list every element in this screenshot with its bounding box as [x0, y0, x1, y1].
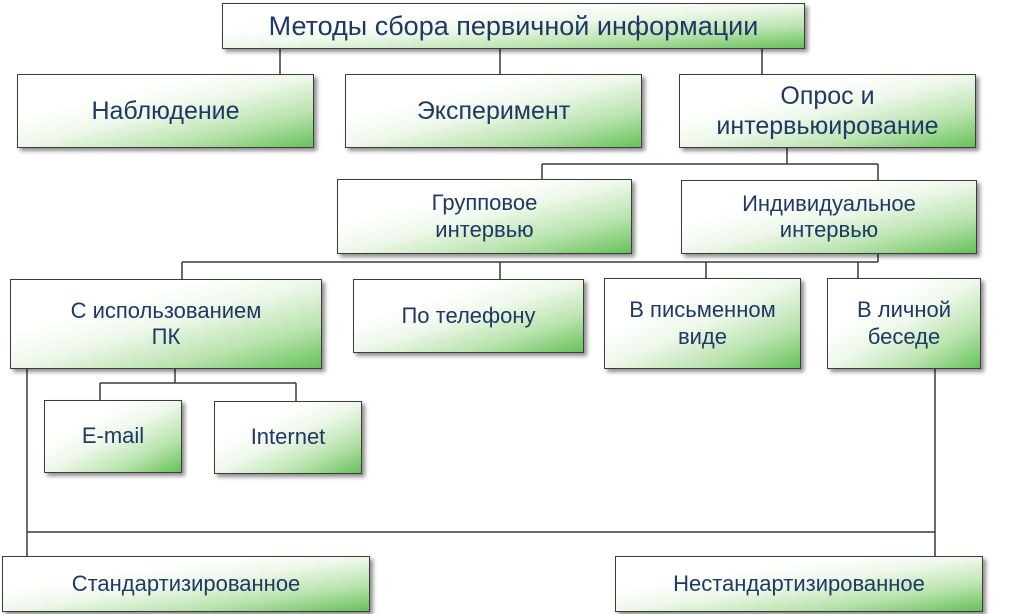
group-interview-label: Групповое интервью — [431, 190, 538, 242]
root-label: Методы сбора первичной информации — [268, 10, 759, 41]
phone-label: По телефону — [401, 302, 536, 328]
root-box: Методы сбора первичной информации — [222, 3, 805, 49]
pc-label: С использованием ПК — [70, 297, 262, 349]
survey-label: Опрос и интервьюирование — [716, 82, 939, 140]
survey-box: Опрос и интервьюирование — [679, 74, 976, 148]
personal-label: В личной беседе — [856, 297, 952, 349]
observation-label: Наблюдение — [91, 97, 240, 125]
group-interview-box: Групповое интервью — [337, 179, 632, 254]
pc-box: С использованием ПК — [10, 279, 322, 369]
nonstandardized-label: Нестандартизированное — [673, 570, 925, 596]
nonstandardized-box: Нестандартизированное — [615, 556, 983, 612]
email-box: E-mail — [44, 400, 182, 473]
standardized-label: Стандартизированное — [71, 570, 301, 596]
written-label: В письменном виде — [629, 297, 776, 349]
individual-interview-box: Индивидуальное интервью — [681, 180, 977, 254]
individual-interview-label: Индивидуальное интервью — [742, 190, 916, 242]
phone-box: По телефону — [353, 279, 584, 353]
internet-label: Internet — [250, 424, 326, 450]
personal-box: В личной беседе — [827, 278, 981, 369]
standardized-box: Стандартизированное — [2, 556, 370, 612]
written-box: В письменном виде — [604, 278, 801, 369]
experiment-label: Эксперимент — [416, 97, 571, 125]
experiment-box: Эксперимент — [345, 74, 642, 148]
email-label: E-mail — [81, 423, 145, 449]
internet-box: Internet — [214, 401, 362, 474]
observation-box: Наблюдение — [17, 74, 314, 148]
